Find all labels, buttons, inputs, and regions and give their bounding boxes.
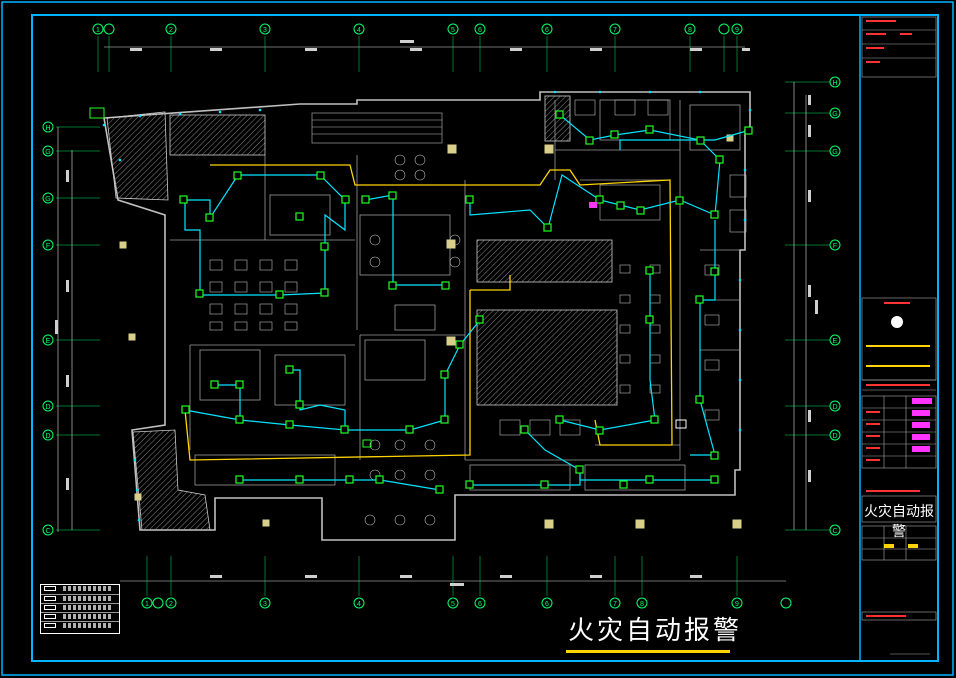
alarm-devices <box>179 110 753 494</box>
building-walls <box>103 91 751 541</box>
axis-labels-top: 2 3 4 5 6 6 7 8 9 1 <box>96 27 739 34</box>
axis-label-right-7: C <box>832 528 837 535</box>
axis-label-right-0: H <box>832 80 837 87</box>
legend-symbol <box>44 605 56 610</box>
legend-text <box>63 596 113 601</box>
axis-bubbles-left <box>42 121 54 536</box>
title-block-drawing-name: 火灾自动报警 <box>864 504 934 540</box>
axis-label-bottom-5: 6 <box>478 601 482 608</box>
axis-label-right-4: E <box>833 338 838 345</box>
title-block-yellow-cells <box>884 544 918 548</box>
axis-label-bottom-6: 6 <box>545 601 549 608</box>
axis-label-top-0: 1 <box>96 27 100 34</box>
legend-symbol <box>44 623 56 628</box>
axis-label-left-7: C <box>45 528 50 535</box>
inner-frame <box>31 14 939 662</box>
axis-label-top-8: 8 <box>688 27 692 34</box>
axis-label-left-4: E <box>46 338 51 345</box>
axis-label-left-0: H <box>45 125 50 132</box>
title-block-text-marks <box>866 20 930 617</box>
interior-partitions <box>170 99 741 491</box>
axis-bubbles-bottom <box>141 597 792 609</box>
magenta-notes <box>912 398 932 452</box>
legend-symbol <box>44 596 56 601</box>
axis-labels-right: H G G F E D D C <box>832 80 837 535</box>
axis-label-bottom-0: 1 <box>145 601 149 608</box>
axis-label-top-2: 3 <box>263 27 267 34</box>
axis-bubbles-right <box>829 76 841 536</box>
company-stamp-icon <box>891 316 903 328</box>
legend-symbol <box>44 586 56 591</box>
axis-label-bottom-9: 9 <box>735 601 739 608</box>
boundary-markers <box>102 90 752 522</box>
axis-label-right-3: F <box>833 243 837 250</box>
axis-label-right-6: D <box>832 433 837 440</box>
legend-row <box>41 585 119 593</box>
axis-label-bottom-7: 7 <box>613 601 617 608</box>
legend-row <box>41 603 119 612</box>
legend-text <box>63 623 113 628</box>
axis-label-bottom-1: 2 <box>169 601 173 608</box>
axis-lines <box>56 36 830 596</box>
axis-label-bottom-4: 5 <box>451 601 455 608</box>
axis-label-right-5: D <box>832 404 837 411</box>
legend-text <box>63 586 113 591</box>
axis-label-right-1: G <box>832 111 837 118</box>
axis-labels-left: H G G F E D D C <box>45 125 50 535</box>
legend-table <box>40 584 120 634</box>
axis-label-bottom-3: 4 <box>357 601 361 608</box>
legend-symbol <box>44 614 56 619</box>
legend-row <box>41 621 119 630</box>
columns <box>119 134 742 529</box>
axis-label-left-1: G <box>45 149 50 156</box>
axis-label-left-2: G <box>45 196 50 203</box>
axis-label-left-3: F <box>46 243 50 250</box>
cyan-wiring <box>184 114 751 491</box>
axis-label-left-5: D <box>45 404 50 411</box>
axis-label-left-6: D <box>45 433 50 440</box>
axis-label-top-3: 4 <box>357 27 361 34</box>
axis-label-top-4: 5 <box>451 27 455 34</box>
stamp-marks <box>866 302 930 367</box>
title-underline <box>566 650 730 653</box>
axis-label-bottom-2: 3 <box>263 601 267 608</box>
axis-label-top-6: 6 <box>545 27 549 34</box>
axis-label-top-7: 7 <box>613 27 617 34</box>
dimension-text-marks <box>55 40 818 586</box>
escalators <box>311 112 443 144</box>
axis-label-top-5: 6 <box>478 27 482 34</box>
axis-bubbles-top <box>92 23 743 35</box>
special-devices <box>89 107 687 448</box>
title-block <box>861 16 937 655</box>
legend-row <box>41 594 119 603</box>
drawing-main-title: 火灾自动报警 <box>568 616 743 646</box>
axis-label-bottom-8: 8 <box>640 601 644 608</box>
axis-label-right-2: G <box>832 149 837 156</box>
axis-label-top-9: 9 <box>735 27 739 34</box>
axis-labels-bottom: 1 2 3 4 5 6 6 7 8 9 <box>145 601 739 608</box>
legend-row <box>41 612 119 621</box>
legend-text <box>63 614 113 619</box>
stair-hatches <box>106 95 618 531</box>
legend-text <box>63 605 113 610</box>
fire-alarm-loop <box>184 164 673 461</box>
axis-label-top-1: 2 <box>169 27 173 34</box>
